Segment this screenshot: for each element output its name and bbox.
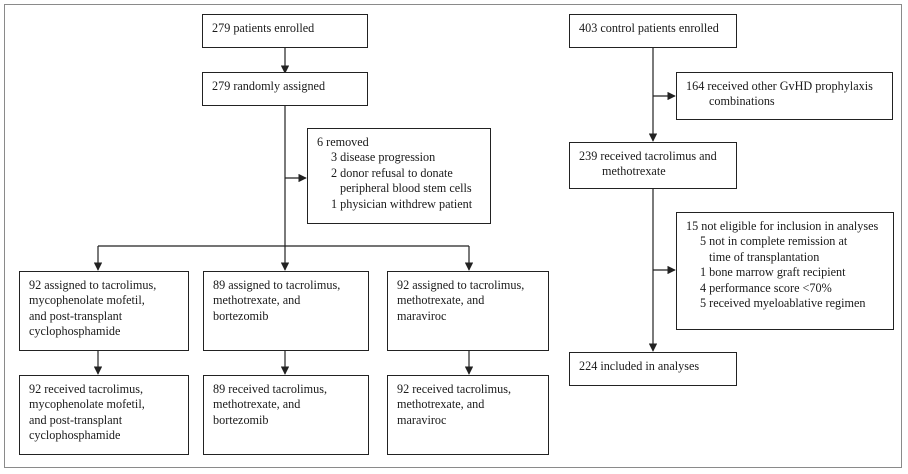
not-eligible-title: 15 not eligible for inclusion in analyse… [686,219,879,233]
removed-reason: 1 physician withdrew patient [331,196,473,211]
box-arm1-assigned: 92 assigned to tacrolimus, mycophenolate… [19,271,189,351]
control-enrolled-text: 403 control patients enrolled [579,21,719,35]
arm1-received-line: mycophenolate mofetil, [29,397,145,412]
arm2-assigned-line: bortezomib [213,308,269,323]
box-arm2-assigned: 89 assigned to tacrolimus, methotrexate,… [203,271,369,351]
figure-frame [4,4,902,468]
removed-reason: 3 disease progression [331,150,436,165]
randomised-text: 279 randomly assigned [212,79,326,93]
not-eligible-reason: time of transplantation [709,249,820,264]
arm3-received-line: methotrexate, and [397,397,485,412]
arm1-assigned-line: cyclophosphamide [29,324,121,339]
not-eligible-reason: 4 performance score <70% [700,280,832,295]
other-prophylaxis-line: 164 received other GvHD prophylaxis [686,79,873,93]
other-prophylaxis-line: combinations [709,94,775,109]
enrolled-text: 279 patients enrolled [212,21,315,35]
box-other-prophylaxis: 164 received other GvHD prophylaxis comb… [676,72,893,120]
removed-reason: peripheral blood stem cells [340,181,472,196]
arm3-received-line: 92 received tacrolimus, [397,382,512,396]
box-control-enrolled: 403 control patients enrolled [569,14,737,48]
box-randomised: 279 randomly assigned [202,72,368,106]
arm3-assigned-line: 92 assigned to tacrolimus, [397,278,525,292]
removed-reason: 2 donor refusal to donate [331,165,453,180]
removed-title: 6 removed [317,135,369,149]
box-arm2-received: 89 received tacrolimus, methotrexate, an… [203,375,369,455]
arm3-assigned-line: maraviroc [397,308,447,323]
arm1-assigned-line: mycophenolate mofetil, [29,293,145,308]
box-arm3-received: 92 received tacrolimus, methotrexate, an… [387,375,549,455]
arm2-received-line: bortezomib [213,412,269,427]
control-received-line: methotrexate [602,164,666,179]
arm2-assigned-line: methotrexate, and [213,293,301,308]
box-arm1-received: 92 received tacrolimus, mycophenolate mo… [19,375,189,455]
control-received-line: 239 received tacrolimus and [579,149,717,163]
arm1-assigned-line: and post-transplant [29,308,123,323]
not-eligible-reason: 5 received myeloablative regimen [700,296,866,311]
box-removed: 6 removed 3 disease progression 2 donor … [307,128,491,224]
arm1-received-line: cyclophosphamide [29,428,121,443]
arm1-received-line: and post-transplant [29,412,123,427]
box-arm3-assigned: 92 assigned to tacrolimus, methotrexate,… [387,271,549,351]
arm3-received-line: maraviroc [397,412,447,427]
box-not-eligible: 15 not eligible for inclusion in analyse… [676,212,894,330]
box-control-received: 239 received tacrolimus and methotrexate [569,142,737,189]
arm1-received-line: 92 received tacrolimus, [29,382,144,396]
arm2-received-line: methotrexate, and [213,397,301,412]
not-eligible-reason: 1 bone marrow graft recipient [700,265,846,280]
box-enrolled: 279 patients enrolled [202,14,368,48]
arm1-assigned-line: 92 assigned to tacrolimus, [29,278,157,292]
included-text: 224 included in analyses [579,359,700,373]
arm3-assigned-line: methotrexate, and [397,293,485,308]
arm2-received-line: 89 received tacrolimus, [213,382,328,396]
not-eligible-reason: 5 not in complete remission at [700,234,848,249]
arm2-assigned-line: 89 assigned to tacrolimus, [213,278,341,292]
box-included: 224 included in analyses [569,352,737,386]
